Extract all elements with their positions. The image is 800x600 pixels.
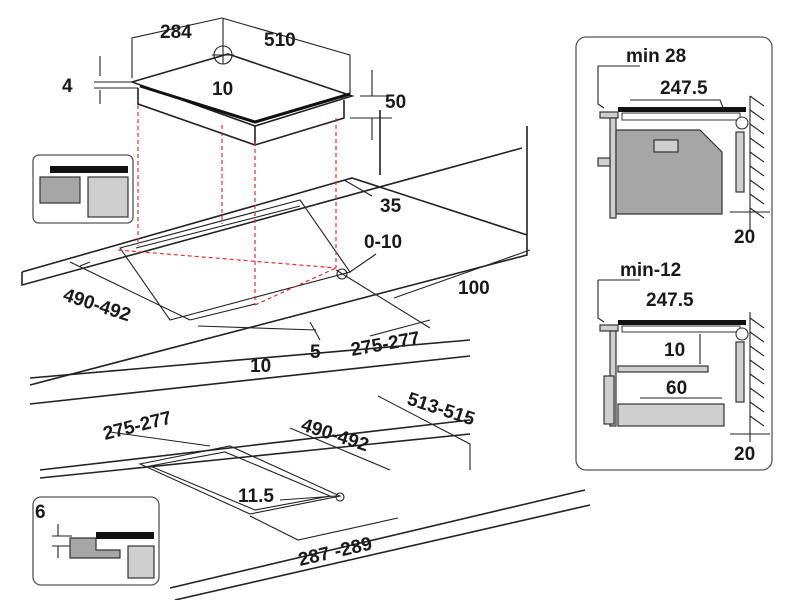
countertop-top bbox=[21, 110, 528, 386]
radius-marker-icon bbox=[335, 492, 345, 502]
side-top-min-label: min 28 bbox=[626, 46, 686, 67]
flush-dim-radius: 11.5 bbox=[238, 486, 274, 507]
projection-lines bbox=[117, 105, 337, 306]
dim-gap-5: 5 bbox=[310, 342, 321, 363]
side-bottom-wall: 20 bbox=[734, 444, 755, 465]
side-bottom-depth: 247.5 bbox=[646, 290, 694, 311]
dim-cutout-width: 490-492 bbox=[60, 285, 133, 327]
hob-top bbox=[129, 18, 355, 147]
side-view-bottom bbox=[597, 279, 770, 442]
side-bottom-shelf: 60 bbox=[666, 378, 687, 399]
dim-thickness: 4 bbox=[62, 76, 73, 97]
dim-width-2: 510 bbox=[264, 30, 296, 51]
side-bottom-min-label: min-12 bbox=[620, 260, 681, 281]
inset-top-left bbox=[32, 154, 134, 224]
dim-lines-bottom bbox=[109, 395, 471, 541]
flush-dim-rebate: 6 bbox=[35, 502, 46, 523]
flush-dim-width-outer: 513-515 bbox=[404, 389, 477, 431]
flush-dim-depth-outer: 287 -289 bbox=[296, 534, 374, 571]
dim-height: 50 bbox=[385, 92, 406, 113]
dim-center: 10 bbox=[212, 79, 233, 100]
side-panel: min 28 247.5 20 min-12 247.5 10 60 20 bbox=[575, 36, 773, 471]
cutout-outline bbox=[119, 199, 351, 321]
side-view-top bbox=[597, 65, 770, 230]
countertop-bottom bbox=[29, 339, 591, 600]
dim-tolerance: 0-10 bbox=[364, 232, 402, 253]
dim-lines-top bbox=[69, 17, 531, 341]
dim-width-1: 284 bbox=[160, 22, 192, 43]
inset-bottom-left: 6 bbox=[32, 496, 160, 586]
side-top-wall: 20 bbox=[734, 227, 755, 248]
side-top-depth: 247.5 bbox=[660, 78, 708, 99]
tolerance-marker-icon bbox=[336, 268, 348, 280]
dim-clearance: 35 bbox=[380, 196, 402, 217]
dim-depth: 100 bbox=[458, 278, 490, 299]
flush-cutout-outer bbox=[138, 445, 342, 515]
dim-gap-10: 10 bbox=[250, 356, 271, 377]
side-bottom-gap: 10 bbox=[664, 340, 685, 361]
